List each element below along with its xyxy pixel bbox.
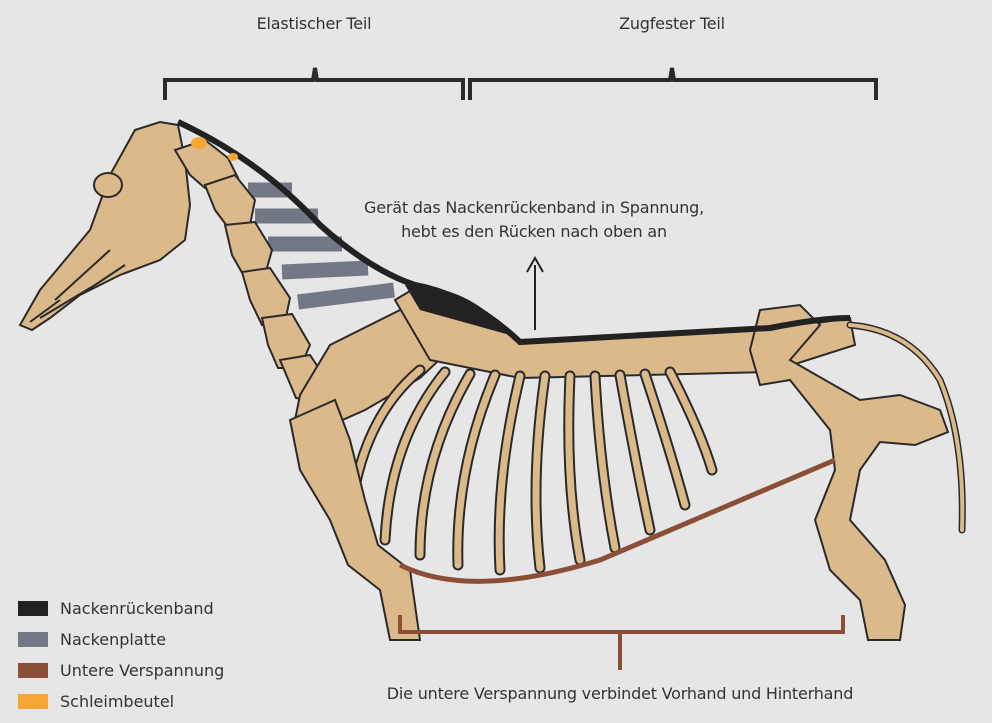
tail-fill <box>848 323 965 532</box>
legend-label: Untere Verspannung <box>60 661 225 680</box>
legend-swatch <box>18 663 48 678</box>
annotation-line1: Gerät das Nackenrückenband in Spannung, <box>364 198 704 217</box>
nuchal-ligament <box>176 119 851 346</box>
legend-label: Schleimbeutel <box>60 692 175 711</box>
nuchal-plate <box>248 182 395 310</box>
legend-swatch <box>18 601 48 616</box>
elastic-part-label: Elastischer Teil <box>256 14 372 33</box>
pelvis-hindleg <box>748 303 950 641</box>
supraspinous-ligament <box>405 285 510 335</box>
ribcage <box>344 364 718 576</box>
tensile-part-bracket <box>468 67 878 100</box>
legend-swatch <box>18 632 48 647</box>
skull <box>18 120 192 332</box>
bottom-caption: Die untere Verspannung verbindet Vorhand… <box>386 684 854 703</box>
bottom-bracket <box>398 615 845 670</box>
foreleg <box>288 398 422 641</box>
legend: Nackenrückenband Nackenplatte Untere Ver… <box>18 593 224 717</box>
legend-item: Nackenrückenband <box>18 593 224 624</box>
legend-label: Nackenplatte <box>60 630 167 649</box>
legend-swatch <box>18 694 48 709</box>
elastic-part-bracket <box>163 67 465 100</box>
legend-label: Nackenrückenband <box>60 599 214 618</box>
arrow-icon <box>526 255 544 273</box>
legend-item: Schleimbeutel <box>18 686 224 717</box>
bursa-2 <box>228 153 238 161</box>
lower-bracing <box>398 457 836 584</box>
tensile-part-label: Zugfester Teil <box>619 14 725 33</box>
legend-item: Nackenplatte <box>18 624 224 655</box>
legend-item: Untere Verspannung <box>18 655 224 686</box>
bursa-1 <box>191 137 207 149</box>
annotation-line2: hebt es den Rücken nach oben an <box>401 222 667 241</box>
